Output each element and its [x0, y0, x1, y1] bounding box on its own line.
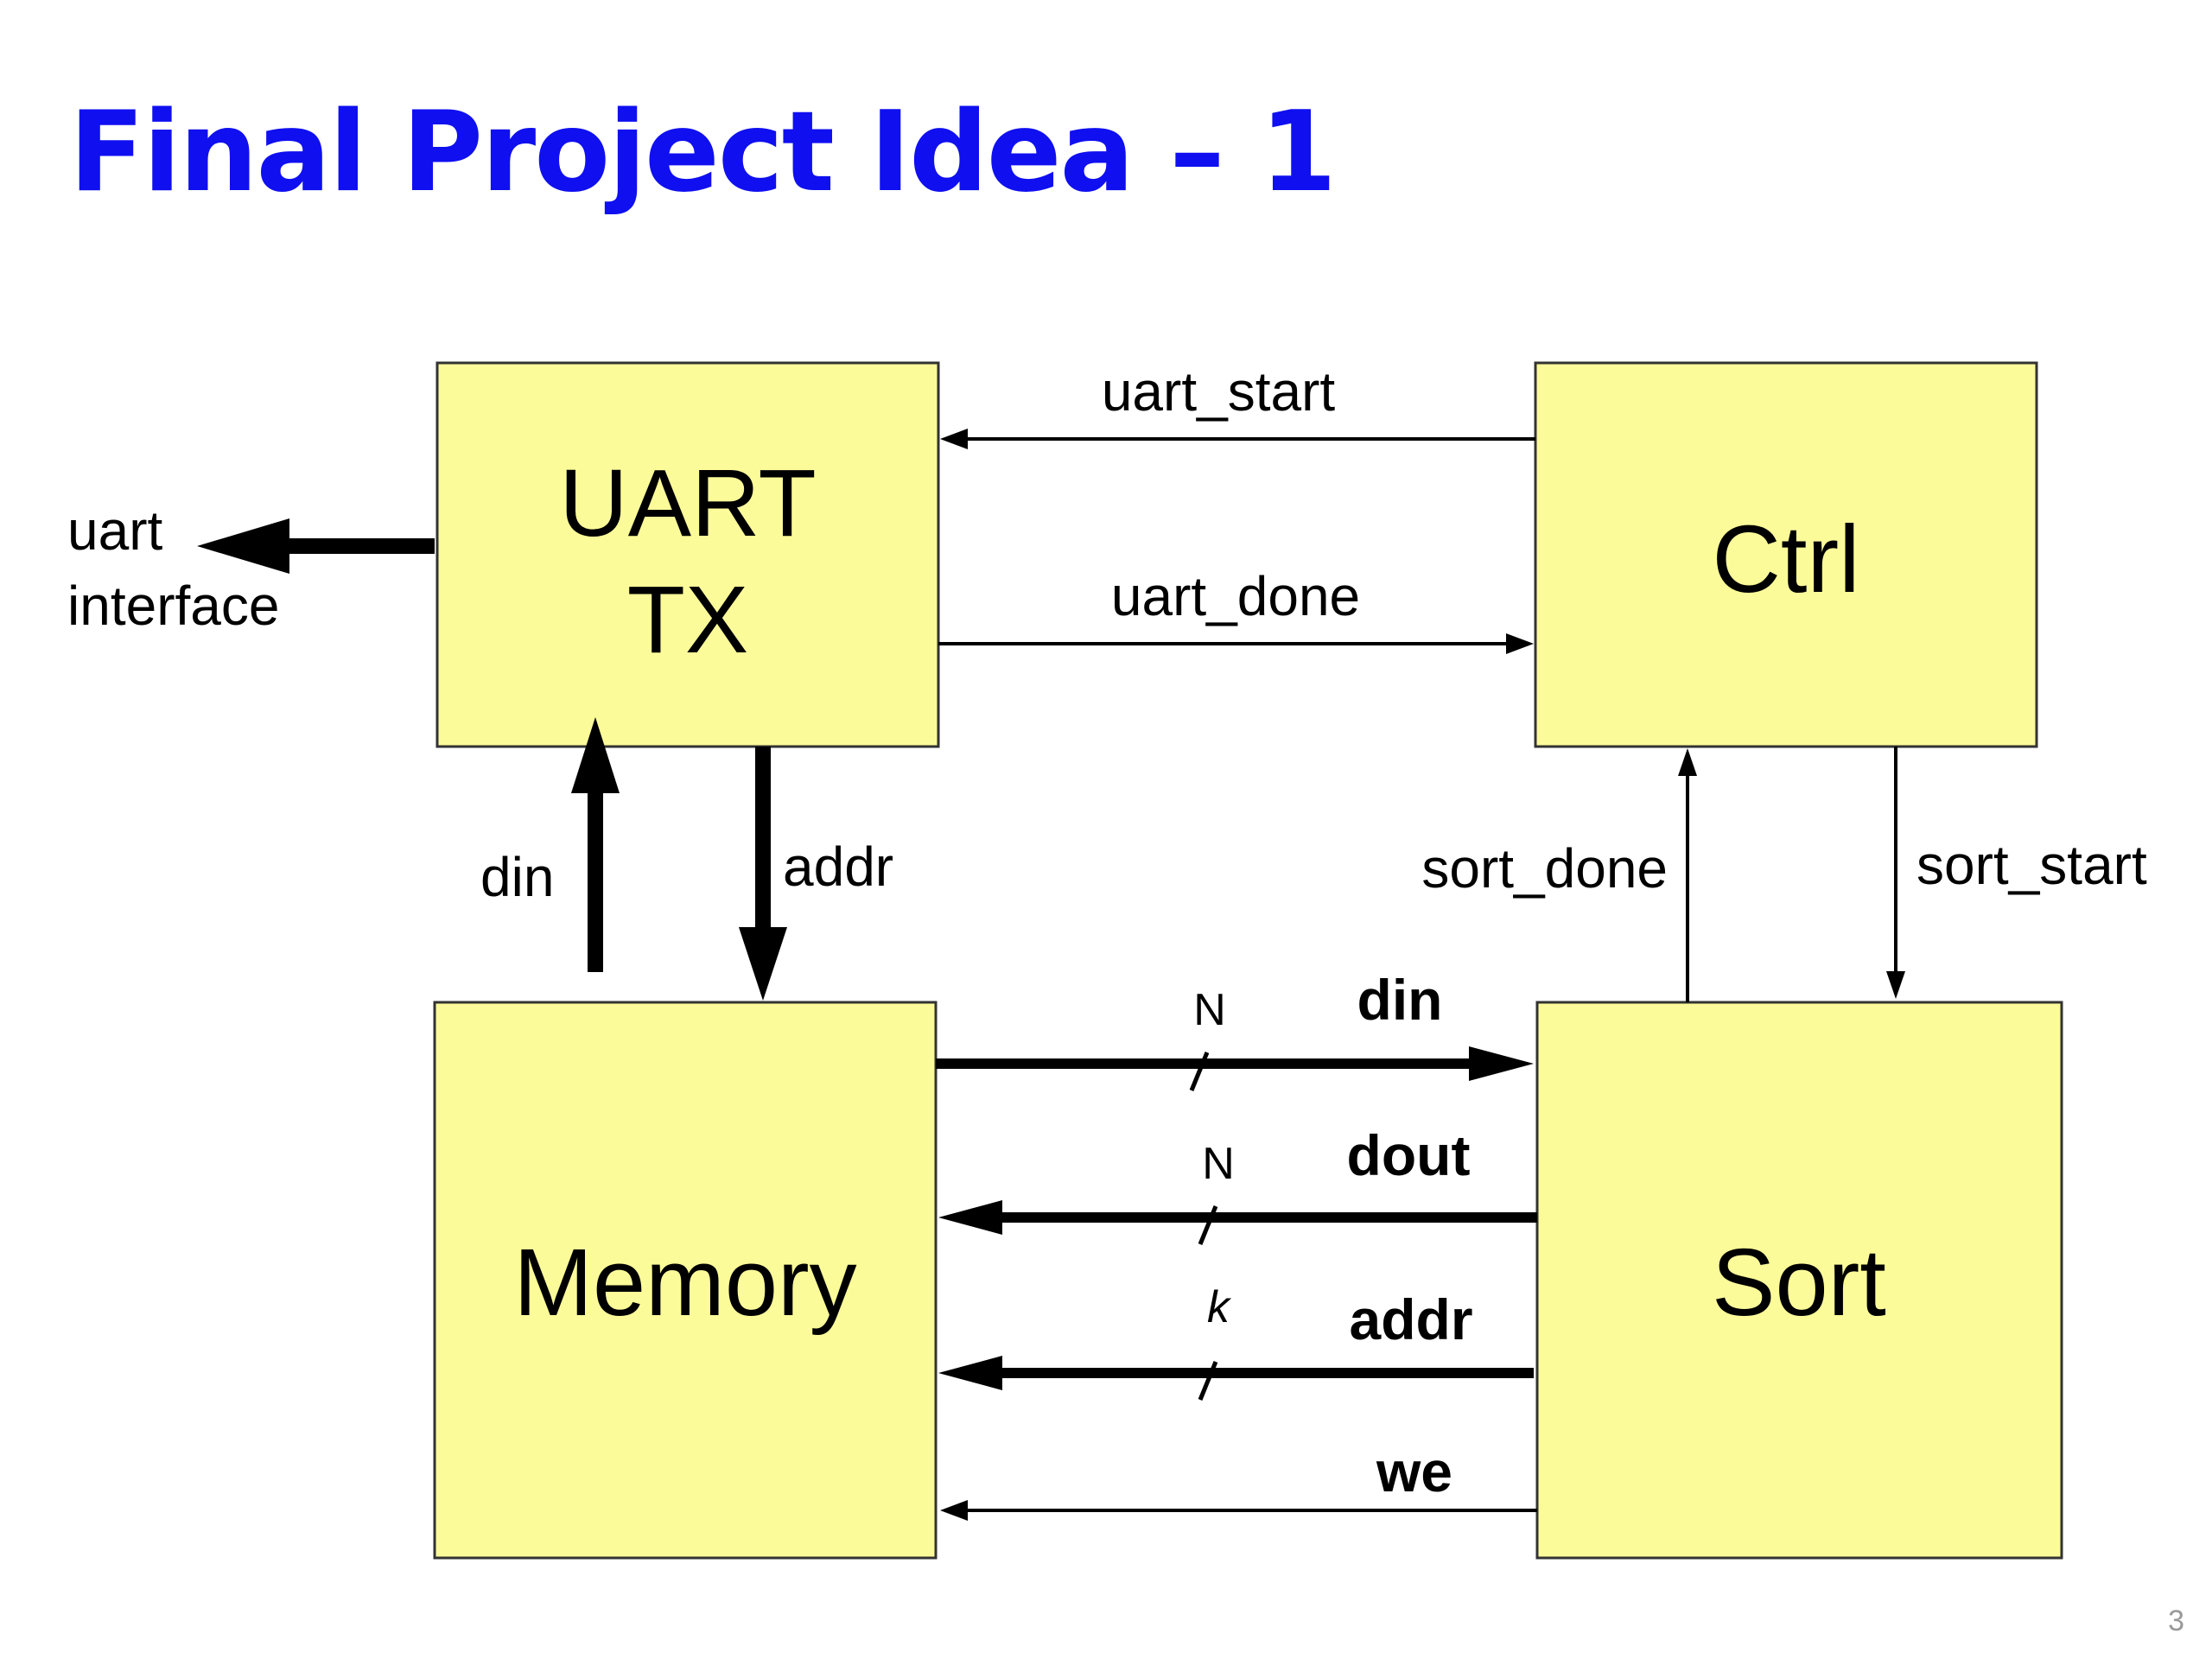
- sort-done-arrow: [1678, 748, 1697, 1002]
- uart-tx-block: UART TX: [435, 361, 940, 748]
- bus-din-arrow: [936, 1046, 1534, 1091]
- uart-tx-label-line1: UART: [559, 450, 816, 556]
- bus-addr-width: k: [1207, 1282, 1232, 1332]
- bus-we-label: we: [1376, 1440, 1452, 1503]
- uart-interface-label-line1: uart: [67, 499, 163, 562]
- bus-addr-arrow: [938, 1356, 1534, 1401]
- sort-block: Sort: [1535, 1001, 2063, 1560]
- uart-addr-label: addr: [783, 836, 893, 898]
- slide-title: Final Project Idea – 1: [69, 88, 1337, 217]
- page-number: 3: [2168, 1605, 2184, 1637]
- bus-dout-label: dout: [1347, 1123, 1471, 1187]
- bus-dout-slash: [1198, 1205, 1218, 1245]
- ctrl-block: Ctrl: [1534, 361, 2038, 748]
- uart-start-arrow: [940, 429, 1535, 449]
- memory-label: Memory: [513, 1230, 856, 1336]
- sort-start-arrow: [1886, 747, 1905, 999]
- ctrl-label: Ctrl: [1712, 506, 1859, 613]
- bus-dout-width: N: [1202, 1139, 1235, 1189]
- sort-start-label: sort_start: [1916, 834, 2147, 896]
- uart-din-arrow: [571, 717, 620, 972]
- uart-interface-label-line2: interface: [67, 575, 279, 637]
- uart-din-label: din: [480, 846, 554, 908]
- bus-din-label: din: [1357, 968, 1443, 1032]
- bus-dout-arrow: [938, 1200, 1537, 1245]
- uart-done-arrow: [938, 633, 1534, 654]
- bus-din-slash: [1189, 1052, 1210, 1091]
- uart-done-label: uart_done: [1111, 565, 1360, 627]
- bus-addr-label: addr: [1349, 1287, 1472, 1351]
- sort-label: Sort: [1712, 1230, 1886, 1336]
- bus-we-arrow: [940, 1500, 1537, 1521]
- sort-done-label: sort_done: [1421, 837, 1668, 899]
- uart-start-label: uart_start: [1102, 360, 1336, 423]
- uart-addr-arrow: [739, 747, 787, 1001]
- memory-block: Memory: [433, 1001, 938, 1560]
- bus-din-width: N: [1193, 985, 1226, 1035]
- bus-addr-slash: [1198, 1361, 1218, 1401]
- uart-tx-label-line2: TX: [627, 567, 749, 673]
- uart-interface-arrow: [197, 518, 435, 574]
